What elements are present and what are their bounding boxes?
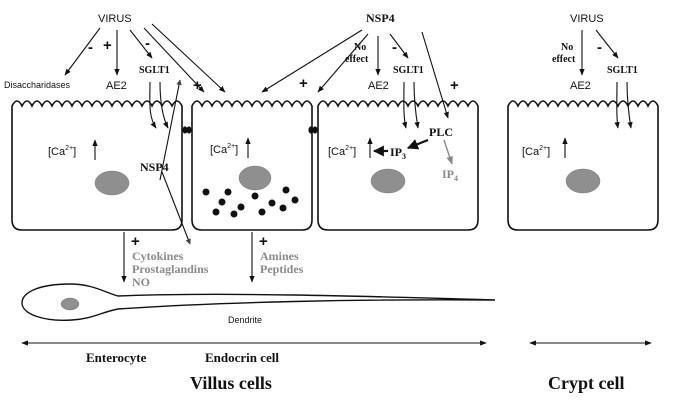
sglt1-transport-arrow — [614, 81, 620, 129]
villus-cells-caption: Villus cells — [190, 373, 272, 393]
virus-to-sglt1-arrow — [129, 29, 153, 59]
nucleus-icon — [565, 168, 601, 194]
tight-junction-icon — [182, 126, 318, 134]
dendrite-label: Dendrite — [228, 315, 262, 325]
minus-sign: - — [392, 39, 397, 56]
plc-to-ip4-arrow — [443, 139, 453, 165]
nucleus-icon — [370, 168, 406, 194]
calcium-label: [Ca2+] — [522, 145, 550, 158]
no-effect-label: No — [354, 42, 366, 53]
sglt1-transport-arrow — [149, 81, 157, 129]
minus-sign: - — [597, 39, 602, 56]
calcium-label: [Ca2+] — [210, 143, 238, 156]
nsp4-secretion-arrow — [159, 79, 182, 181]
prostaglandins-label: Prostaglandins — [132, 262, 209, 276]
minus-sign: - — [88, 39, 93, 56]
amines-label: Amines — [260, 249, 299, 263]
no-effect-label: No — [561, 42, 573, 53]
dendrite-neuron — [21, 283, 496, 321]
virus-label: VIRUS — [570, 13, 604, 25]
sglt1-transport-arrow — [626, 81, 633, 129]
enterocyte-caption: Enterocyte — [86, 350, 147, 365]
virus-to-junction-arrow — [151, 23, 226, 93]
sglt1-transport-arrow — [402, 81, 408, 129]
nsp4-label: NSP4 — [366, 11, 395, 25]
disaccharidases-label: Disaccharidases — [4, 80, 71, 90]
plus-sign: + — [131, 233, 140, 250]
plus-sign: + — [193, 77, 202, 94]
nsp4-label: NSP4 — [140, 160, 169, 174]
peptides-label: Peptides — [260, 262, 304, 276]
nucleus-icon — [60, 297, 80, 311]
plus-sign: + — [299, 75, 308, 92]
calcium-label: [Ca2+] — [328, 145, 356, 158]
virus-label: VIRUS — [98, 13, 132, 25]
plc-to-ip3-arrow — [406, 138, 429, 150]
ip3-label: IP3 — [390, 145, 406, 161]
cytokines-label: Cytokines — [132, 249, 184, 263]
calcium-label: [Ca2+] — [48, 145, 76, 158]
nucleus-icon — [94, 170, 130, 196]
sglt1-label: SGLT1 — [139, 65, 170, 76]
plus-sign: + — [259, 233, 268, 250]
nsp4-to-endocrine-arrow — [261, 29, 363, 93]
nucleus-icon — [238, 165, 272, 191]
ae2-label: AE2 — [570, 80, 591, 92]
endocrine-cell — [191, 100, 313, 231]
ae2-label: AE2 — [106, 80, 127, 92]
minus-sign: - — [145, 35, 150, 52]
ip4-label: IP4 — [442, 167, 458, 183]
villus-enterocyte-right-cell — [317, 100, 479, 231]
plus-sign: + — [450, 77, 459, 94]
nsp4-to-cytokines-arrow — [161, 171, 191, 245]
nsp4-to-plc-arrow — [421, 31, 449, 119]
plus-sign: + — [103, 37, 112, 54]
crypt-cell-caption: Crypt cell — [548, 373, 624, 393]
no-label: NO — [132, 275, 150, 289]
sglt1-label: SGLT1 — [393, 65, 424, 76]
nsp4-to-sglt1-arrow — [389, 33, 409, 59]
virus-to-endocrine-arrow — [143, 27, 205, 93]
secretory-granules-icon — [202, 186, 299, 218]
virus-to-sglt1-arrow — [595, 29, 619, 59]
ae2-label: AE2 — [368, 80, 389, 92]
sglt1-label: SGLT1 — [607, 65, 638, 76]
plc-label: PLC — [429, 125, 453, 139]
crypt-cell — [507, 100, 659, 231]
no-effect-label: effect — [345, 54, 369, 65]
virus-to-disaccharidases-arrow — [64, 27, 101, 76]
sglt1-transport-arrow — [413, 81, 420, 129]
sglt1-transport-arrow — [159, 81, 169, 129]
endocrin-cell-caption: Endocrin cell — [205, 350, 279, 365]
no-effect-label: effect — [552, 54, 576, 65]
enterocyte-cell — [11, 100, 183, 231]
nsp4-to-junction-arrow — [317, 33, 369, 93]
